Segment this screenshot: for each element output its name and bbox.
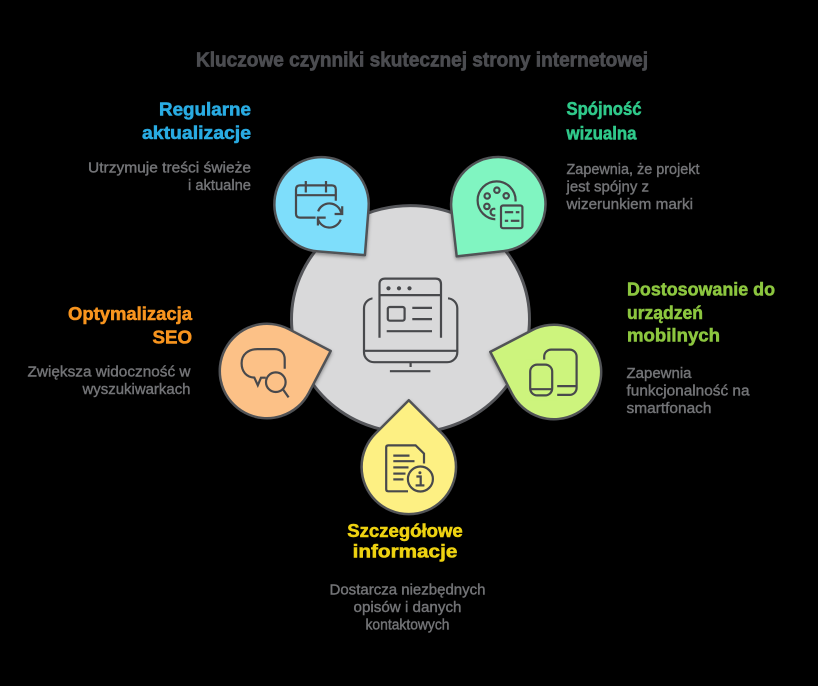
svg-text:urządzeń: urządzeń <box>627 303 703 323</box>
svg-text:Optymalizacja: Optymalizacja <box>68 304 193 324</box>
svg-text:wyszukiwarkach: wyszukiwarkach <box>82 381 191 398</box>
svg-text:funkcjonalność na: funkcjonalność na <box>627 382 751 399</box>
svg-text:wizerunkiem marki: wizerunkiem marki <box>565 196 693 213</box>
svg-text:SEO: SEO <box>153 327 193 347</box>
svg-text:Zwiększa widoczność w: Zwiększa widoczność w <box>28 364 191 381</box>
svg-text:i aktualne: i aktualne <box>188 177 251 194</box>
svg-text:Regularne: Regularne <box>159 100 251 120</box>
svg-text:Szczegółowe: Szczegółowe <box>347 521 463 541</box>
svg-text:aktualizacje: aktualizacje <box>142 123 251 143</box>
svg-text:Utrzymuje treści świeże: Utrzymuje treści świeże <box>88 159 251 176</box>
svg-text:mobilnych: mobilnych <box>627 326 720 346</box>
svg-text:smartfonach: smartfonach <box>627 400 712 417</box>
svg-text:Zapewnia: Zapewnia <box>627 365 693 382</box>
svg-text:Zapewnia, że projekt: Zapewnia, że projekt <box>567 161 701 178</box>
svg-text:Dostarcza niezbędnych: Dostarcza niezbędnych <box>330 581 486 598</box>
svg-text:kontaktowych: kontaktowych <box>366 617 450 634</box>
svg-text:Kluczowe czynniki skutecznej s: Kluczowe czynniki skutecznej strony inte… <box>196 50 648 72</box>
svg-text:wizualna: wizualna <box>566 123 638 143</box>
svg-text:Spójność: Spójność <box>567 99 642 119</box>
svg-text:Dostosowanie do: Dostosowanie do <box>627 279 775 299</box>
svg-text:jest spójny z: jest spójny z <box>566 179 649 196</box>
svg-text:informacje: informacje <box>353 542 458 562</box>
svg-text:opisów i danych: opisów i danych <box>354 599 462 616</box>
